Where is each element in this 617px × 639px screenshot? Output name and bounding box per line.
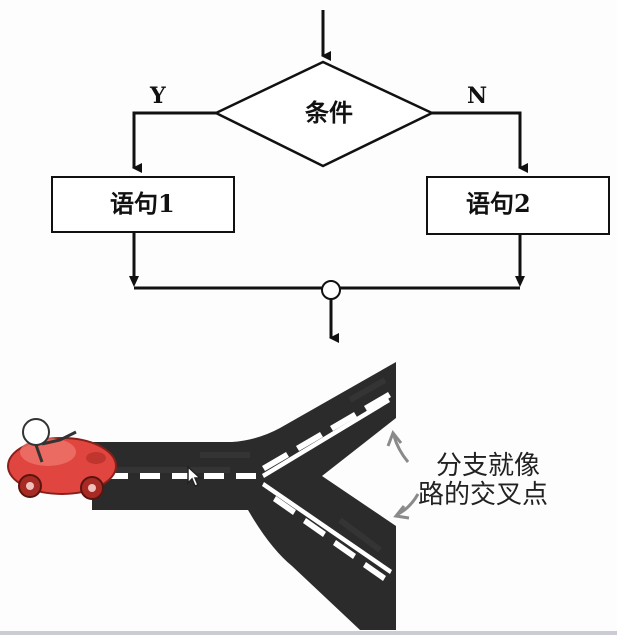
upper-hint-arrow-icon <box>392 435 410 463</box>
cartoon-car-icon <box>7 418 117 500</box>
statement2-label: 语句2 <box>466 189 531 218</box>
junction-circle <box>321 280 341 300</box>
condition-diamond <box>213 60 435 168</box>
mouse-cursor-icon <box>187 465 202 487</box>
no-branch-line <box>432 111 528 173</box>
left-merge-arrow <box>129 276 139 287</box>
road-markings <box>108 392 392 581</box>
flowchart: 条件 Y N 语句1 语句2 <box>51 10 610 343</box>
yes-label: Y <box>149 83 166 109</box>
right-merge-arrow <box>515 276 525 287</box>
lower-hint-arrowhead <box>393 505 410 520</box>
statement1-box <box>51 176 235 233</box>
road-texture <box>110 377 387 553</box>
bottom-strip <box>0 631 617 635</box>
caption-line1: 分支就像 <box>436 451 540 481</box>
statement2-box <box>426 176 610 235</box>
caption-line2: 路的交叉点 <box>418 480 548 510</box>
road-illustration: 分支就像 路的交叉点 <box>7 362 548 630</box>
condition-label: 条件 <box>305 98 353 127</box>
upper-hint-arrowhead <box>386 430 403 447</box>
yes-branch-line <box>132 111 216 173</box>
no-label: N <box>467 83 487 109</box>
statement1-label: 语句1 <box>110 189 175 218</box>
forked-road <box>92 362 396 630</box>
